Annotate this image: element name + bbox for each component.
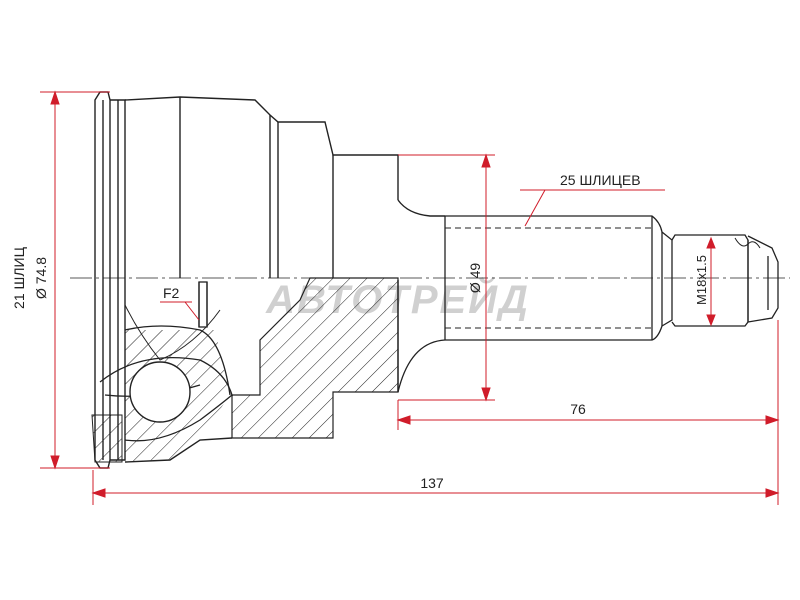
label-length-total: 137 [420,475,444,491]
label-diameter-outer: Ø 74.8 [33,257,49,299]
inner-race-and-ball [99,281,233,442]
label-diameter-shaft: Ø 49 [467,263,483,294]
outer-race-body [94,91,445,469]
ball [129,361,191,423]
label-splines-outer: 21 ШЛИЦ [11,246,27,309]
splined-shaft [397,215,779,393]
dimension-labels: 21 ШЛИЦ Ø 74.8 F2 25 ШЛИЦЕВ Ø 49 M18x1.5… [11,172,709,491]
section-hatching [91,277,399,463]
label-f2: F2 [163,285,180,301]
label-thread: M18x1.5 [694,255,709,305]
label-length-shaft: 76 [570,401,586,417]
dimension-lines [40,90,780,505]
label-splines-shaft: 25 ШЛИЦЕВ [560,172,641,188]
